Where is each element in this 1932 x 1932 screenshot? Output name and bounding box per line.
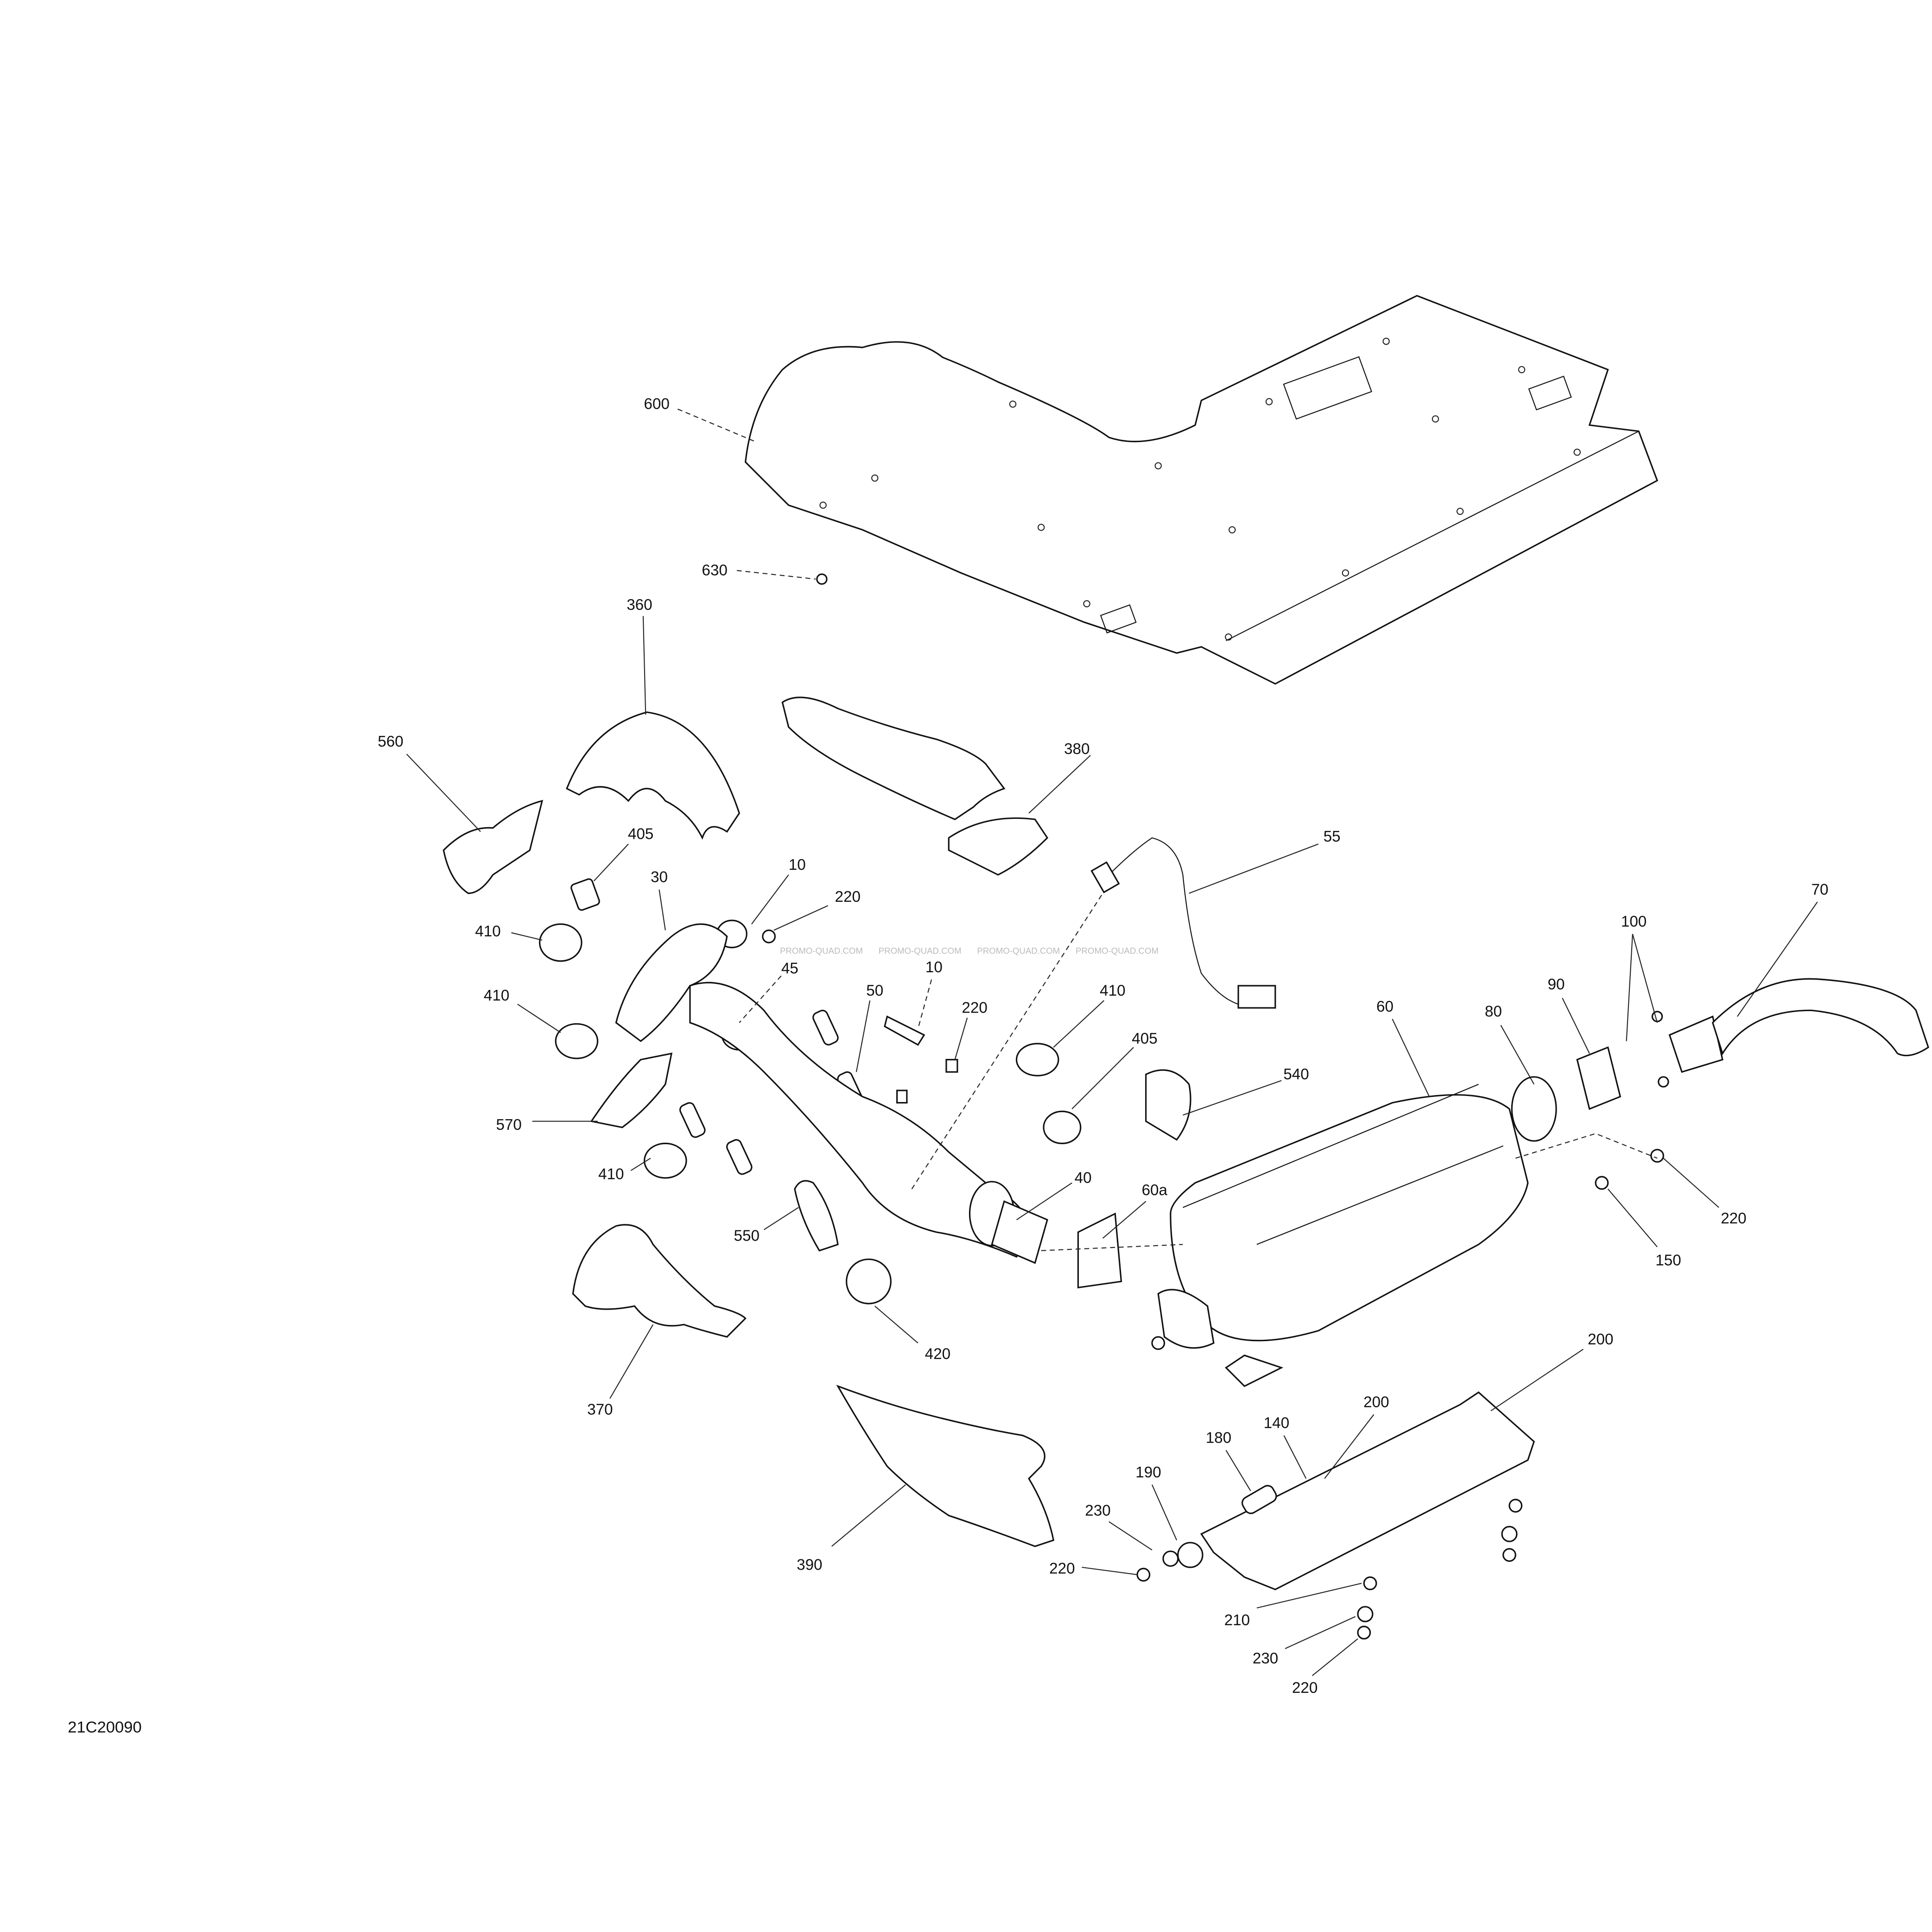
callout-570: 570 [496,1116,521,1134]
callout-50: 50 [866,982,883,999]
callout-390: 390 [797,1556,822,1573]
heat-shield-380-end [948,817,1049,876]
callout-405: 405 [1132,1030,1157,1047]
callout-10: 10 [789,856,806,874]
fasteners [1136,1011,1669,1640]
callout-405: 405 [628,826,653,843]
callout-30: 30 [651,869,668,886]
callout-220: 220 [1292,1679,1318,1697]
callout-360: 360 [627,596,652,614]
heat-shield-550 [794,1180,839,1252]
watermark: PROMO-QUAD.COM PROMO-QUAD.COM PROMO-QUAD… [780,946,1159,956]
oxygen-sensor-55 [1090,861,1120,893]
callout-60a: 60a [1142,1182,1168,1199]
callout-55: 55 [1324,828,1341,845]
callout-220: 220 [1049,1560,1075,1577]
exhaust-manifold-30 [615,923,728,1042]
heat-shield-380 [781,697,1006,820]
callout-220: 220 [1721,1210,1746,1227]
heat-shield-540 [1145,1069,1191,1141]
callout-630: 630 [702,562,727,579]
heat-shield-370 [572,1224,747,1338]
callout-140: 140 [1264,1415,1289,1432]
heat-shield-360 [566,711,741,840]
heat-shield-390 [836,1385,1055,1547]
sensor-connector [1237,985,1276,1009]
callout-420: 420 [925,1346,950,1363]
push-nut-part [816,573,828,585]
callout-220: 220 [962,1000,987,1017]
diagram-id: 21C20090 [68,1718,141,1736]
heat-shield-560 [443,800,544,894]
callout-370: 370 [587,1401,613,1418]
callout-600: 600 [644,396,669,413]
callout-230: 230 [1253,1650,1278,1667]
callout-labels: 600 630 360 380 560 405 30 10 220 410 45… [378,396,1828,1697]
heat-shield-570 [590,1052,673,1128]
callout-80: 80 [1485,1003,1502,1020]
callout-410: 410 [475,923,500,940]
svg-text:PROMO-QUAD.COM: PROMO-QUAD.COM [780,946,863,956]
callout-210: 210 [1224,1612,1250,1629]
tail-flange [1668,1015,1723,1073]
pipe-80 [1511,1076,1557,1142]
callout-410: 410 [484,987,509,1004]
pipe-outlet [991,1200,1048,1264]
callout-410: 410 [598,1166,624,1183]
heat-shield-part [744,295,1659,685]
callout-200: 200 [1363,1394,1389,1411]
callout-100: 100 [1621,913,1647,930]
bracket-200 [1200,1391,1535,1590]
callout-410: 410 [1100,982,1125,999]
exhaust-pipe-40 [689,982,1036,1258]
callout-540: 540 [1283,1066,1309,1083]
callout-550: 550 [734,1227,760,1244]
svg-text:PROMO-QUAD.COM: PROMO-QUAD.COM [1076,946,1159,956]
tail-pipe-70 [1711,978,1929,1057]
callout-150: 150 [1655,1252,1681,1269]
svg-text:PROMO-QUAD.COM: PROMO-QUAD.COM [977,946,1060,956]
callout-200: 200 [1588,1331,1613,1348]
callout-190: 190 [1135,1464,1161,1481]
muffler-60 [1157,1083,1529,1387]
grommet-180 [1242,1485,1277,1514]
callout-230: 230 [1085,1502,1110,1519]
callout-10: 10 [925,959,943,976]
callout-70: 70 [1812,881,1829,898]
callout-180: 180 [1206,1429,1231,1446]
callout-45: 45 [781,960,798,977]
callout-40: 40 [1075,1169,1092,1186]
oxygen-sensor-wire [1109,837,1239,1005]
gasket-90 [1576,1046,1622,1110]
svg-text:PROMO-QUAD.COM: PROMO-QUAD.COM [879,946,962,956]
callout-220: 220 [835,888,861,906]
callout-90: 90 [1548,976,1565,993]
callout-380: 380 [1064,741,1090,758]
callout-560: 560 [378,733,403,750]
leader-lines [406,408,1818,1676]
callout-60: 60 [1376,998,1394,1015]
